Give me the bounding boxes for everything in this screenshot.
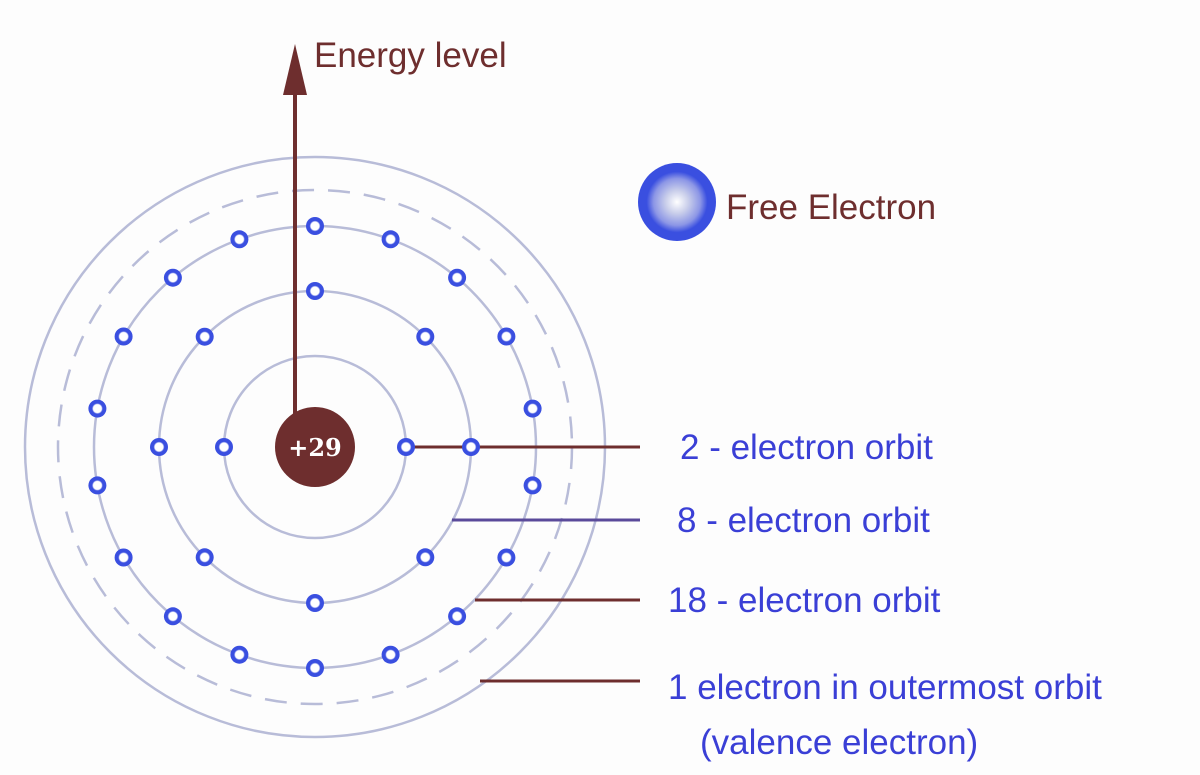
electron-icon bbox=[114, 548, 133, 567]
nucleus-charge: +29 bbox=[288, 433, 342, 462]
leader-lines bbox=[406, 445, 640, 683]
electron-icon bbox=[163, 607, 182, 626]
free-electron-label: Free Electron bbox=[726, 188, 936, 227]
electron-icon bbox=[306, 659, 324, 677]
electrons bbox=[88, 217, 542, 677]
electron-icon bbox=[195, 327, 214, 346]
electron-icon bbox=[114, 327, 133, 346]
electron-icon bbox=[306, 217, 324, 235]
nucleus: +29 bbox=[275, 407, 355, 487]
label-8-electron-orbit: 8 - electron orbit bbox=[677, 501, 930, 540]
electron-icon bbox=[448, 268, 467, 287]
electron-icon bbox=[306, 282, 324, 300]
electron-icon bbox=[381, 645, 400, 664]
electron-icon bbox=[462, 438, 480, 456]
label-18-electron-orbit: 18 - electron orbit bbox=[668, 581, 941, 620]
energy-level-label: Energy level bbox=[314, 36, 507, 75]
label-2-electron-orbit: 2 - electron orbit bbox=[680, 428, 933, 467]
electron-icon bbox=[523, 399, 542, 418]
electron-icon bbox=[497, 548, 516, 567]
electron-icon bbox=[230, 230, 249, 249]
electron-icon bbox=[195, 548, 214, 567]
free-electron-icon bbox=[638, 163, 716, 241]
label-valence-electron: (valence electron) bbox=[700, 723, 978, 762]
electron-icon bbox=[88, 476, 107, 495]
electron-icon bbox=[416, 327, 435, 346]
electron-icon bbox=[523, 476, 542, 495]
electron-icon bbox=[416, 548, 435, 567]
electron-icon bbox=[397, 438, 415, 456]
label-outermost-orbit: 1 electron in outermost orbit bbox=[668, 668, 1102, 707]
electron-icon bbox=[88, 399, 107, 418]
electron-icon bbox=[497, 327, 516, 346]
electron-icon bbox=[150, 438, 168, 456]
electron-icon bbox=[230, 645, 249, 664]
electron-icon bbox=[306, 594, 324, 612]
electron-icon bbox=[381, 230, 400, 249]
electron-icon bbox=[448, 607, 467, 626]
energy-arrow bbox=[283, 44, 307, 420]
electron-icon bbox=[215, 438, 233, 456]
arrow-head-icon bbox=[283, 44, 307, 95]
electron-icon bbox=[163, 268, 182, 287]
